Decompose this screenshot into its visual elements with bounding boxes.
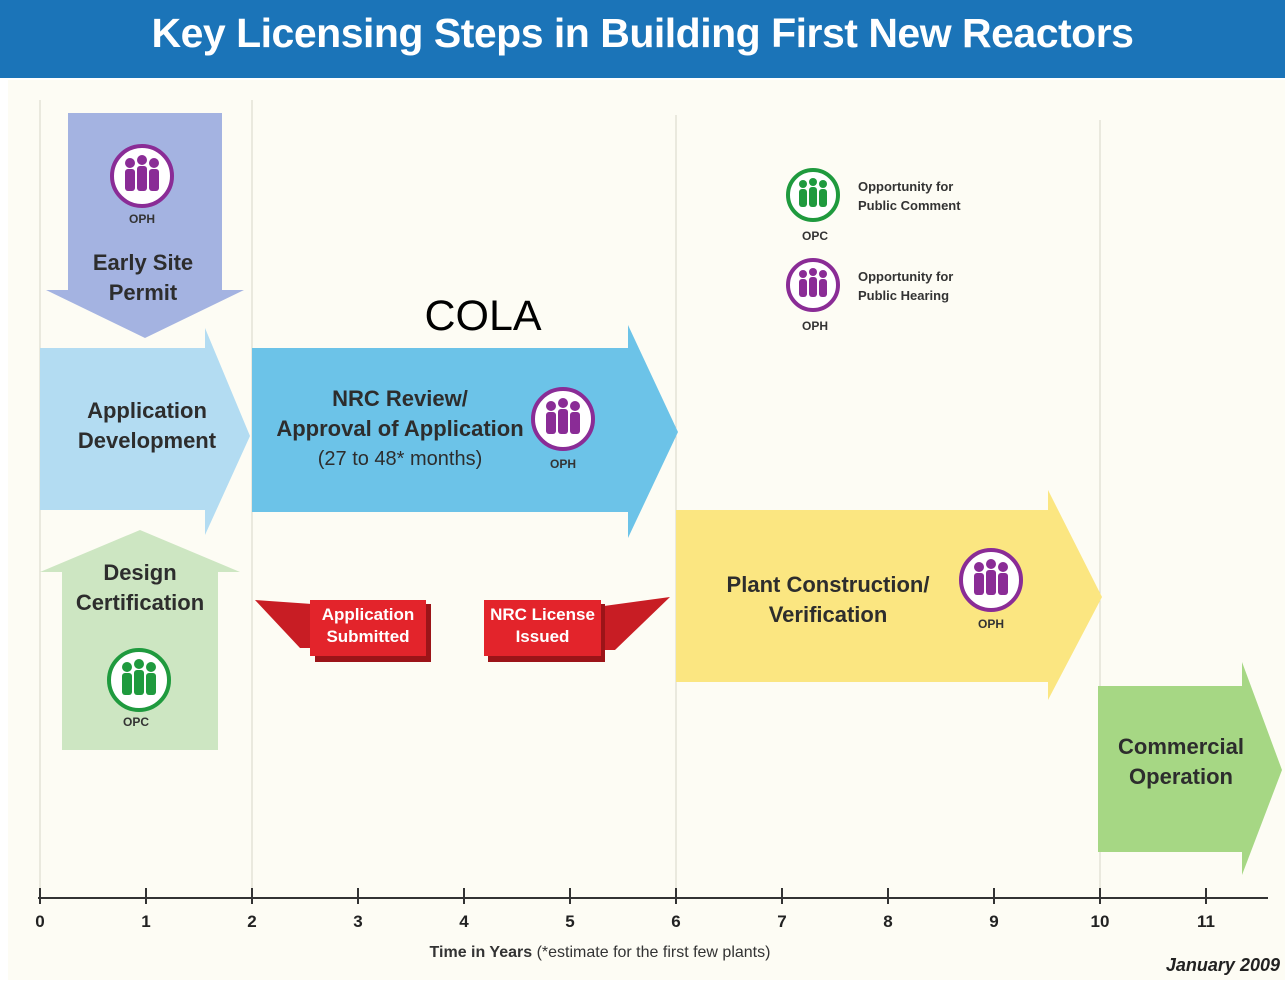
application-submitted-line-1: Application [321, 605, 415, 624]
tick-label-0: 0 [35, 912, 45, 931]
tick-label-6: 6 [671, 912, 681, 931]
legend-opc-text: Opportunity for Public Comment [858, 177, 961, 215]
legend-opc-line-1: Opportunity for [858, 179, 954, 194]
tick-label-8: 8 [883, 912, 893, 931]
tick-label-2: 2 [247, 912, 257, 931]
axis-label: Time in Years (*estimate for the first f… [330, 944, 870, 962]
oph-icon-plant-construction [959, 548, 1023, 612]
tick-label-4: 4 [459, 912, 469, 931]
legend-opc-line-2: Public Comment [858, 198, 961, 213]
early-site-permit-line-2: Permit [108, 280, 178, 305]
opc-tag-design-cert: OPC [122, 715, 149, 729]
title-banner: Key Licensing Steps in Building First Ne… [0, 0, 1285, 78]
oph-tag-esp: OPH [128, 212, 155, 226]
tick-label-3: 3 [353, 912, 363, 931]
plant-construction-arrow [676, 490, 1102, 700]
nrc-review-line-1: NRC Review/ [332, 386, 468, 411]
commercial-operation-label: Commercial Operation [1106, 732, 1256, 792]
opc-icon-design-cert [107, 648, 171, 712]
design-certification-label: Design Certification [60, 558, 220, 618]
plant-construction-line-2: Verification [768, 602, 888, 627]
design-certification-line-2: Certification [75, 590, 205, 615]
application-submitted-line-2: Submitted [326, 627, 410, 646]
application-development-line-1: Application [87, 398, 207, 423]
legend-oph-line-2: Public Hearing [858, 288, 950, 303]
diagram-title: Key Licensing Steps in Building First Ne… [151, 10, 1134, 56]
application-development-line-2: Development [77, 428, 217, 453]
commercial-operation-line-2: Operation [1129, 764, 1233, 789]
axis-label-note: (*estimate for the first few plants) [536, 944, 771, 961]
commercial-operation-line-1: Commercial [1118, 734, 1244, 759]
legend-oph-text: Opportunity for Public Hearing [858, 267, 953, 305]
design-certification-arrow [40, 530, 240, 750]
oph-icon-esp [110, 144, 174, 208]
tick-label-10: 10 [1090, 912, 1110, 931]
oph-icon-nrc-review [531, 387, 595, 451]
early-site-permit-label: Early Site Permit [68, 248, 218, 308]
nrc-license-issued-line-1: NRC License [490, 605, 595, 624]
design-certification-line-1: Design [103, 560, 177, 585]
commercial-operation-arrow [1098, 662, 1282, 875]
tick-label-9: 9 [989, 912, 999, 931]
legend-oph-line-1: Opportunity for [858, 269, 954, 284]
tick-label-7: 7 [777, 912, 787, 931]
axis-label-main: Time in Years [429, 944, 533, 961]
nrc-license-issued-callout: NRC License Issued [484, 600, 601, 656]
date-label: January 2009 [1165, 955, 1280, 975]
tick-label-11: 11 [1197, 912, 1215, 931]
application-submitted-callout: Application Submitted [310, 600, 426, 656]
cola-label: COLA [424, 292, 542, 340]
plant-construction-label: Plant Construction/ Verification [718, 570, 938, 630]
nrc-review-label: NRC Review/ Approval of Application (27 … [270, 384, 530, 474]
tick-label-5: 5 [565, 912, 575, 931]
nrc-review-arrow [252, 325, 678, 538]
oph-tag-plant-construction: OPH [977, 617, 1004, 631]
nrc-license-issued-pointer [604, 597, 670, 650]
legend-oph-tag: OPH [801, 319, 828, 333]
legend-opc-tag: OPC [801, 229, 828, 243]
nrc-review-duration: (27 to 48* months) [317, 448, 483, 470]
legend-oph-icon [786, 258, 840, 312]
early-site-permit-arrow [46, 113, 244, 338]
application-submitted-pointer [255, 600, 312, 648]
legend-opc-icon [786, 168, 840, 222]
nrc-review-line-2: Approval of Application [276, 416, 524, 441]
application-development-label: Application Development [52, 396, 242, 456]
plant-construction-line-1: Plant Construction/ [726, 572, 930, 597]
nrc-license-issued-line-2: Issued [515, 627, 570, 646]
tick-label-1: 1 [141, 912, 151, 931]
early-site-permit-line-1: Early Site [92, 250, 194, 275]
oph-tag-nrc-review: OPH [549, 457, 576, 471]
application-development-arrow [40, 328, 250, 535]
axis-tick-marks [39, 888, 1207, 904]
